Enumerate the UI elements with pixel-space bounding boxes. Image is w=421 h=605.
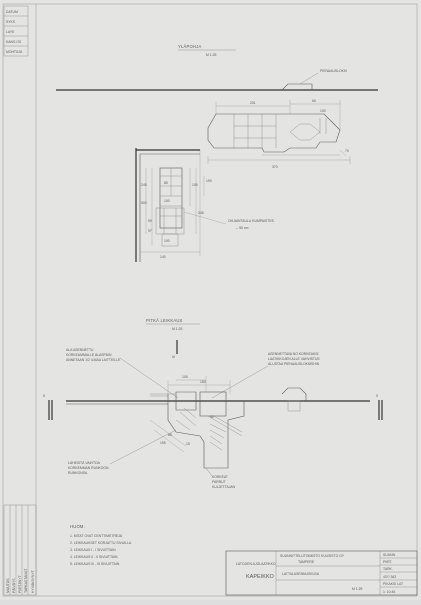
left-strip-3: TARKASTANUT [24,569,28,593]
note-item-0: 1. MITAT OVAT CENTTIMETREJÄ [70,534,123,538]
upper-note-1: OHJAINTAULU KUMPAISTEE- [228,219,275,223]
margin-label-2: LAYE [6,30,15,34]
section-note-lt-1: ALA ASENNETTU [66,348,94,352]
plan-cabinet-outline [207,113,341,153]
section-dim-4: 15 [186,442,190,446]
section-note-lt-2: KORKEAMMALLE ALASPÄIN [66,353,112,357]
label-pragmasokkeli: PIENAAUSLOKKI [320,69,347,73]
left-strip-4: HYVÄKSYNYT [31,570,35,593]
dim-7: 90 [148,219,152,223]
left-strip-1: PÄIVÄYS [12,578,16,593]
drawing-title-1: LATOJIEN AJOLAATIKKO [236,562,276,566]
dim-16: 140 [160,255,166,259]
dim-13: 100 [164,239,170,243]
margin-label-4: MOHTÄJÄ [6,50,23,54]
dim-11: 245 [198,211,204,215]
drawing-title-2: KAPEIKKO [246,574,275,580]
dim-10: 105 [192,183,198,187]
section-note-rt-2: LAATIKKOJEN ALLE VAHVISTUS [268,357,320,361]
margin-label-0: DATUM [6,10,18,14]
note-item-1: 2. LEIKKAUKSET KORJATTU SIVUILLA [70,541,132,545]
section-dim-5: 40 [210,415,214,419]
title-right-1: PIIRT. [383,560,392,564]
dim-12: 190 [206,179,212,183]
note-item-4: 5. LEIKKAUS III - III SIVUITTAIN [70,562,120,566]
section-note-lt-3: ANNETAAN 1/2 ILMAA LAITTEILLE [66,358,121,362]
dim-1: 65 [312,99,316,103]
section-note-lb-2: KORKEMMAN RUNKOON [68,466,109,470]
section-note-lb-1: LÄHEISTÄ VAIHTOA [68,461,101,465]
title-number-1: PIKAKSI LAT [383,582,403,586]
side-marker-left: II [43,394,53,420]
dim-5: 245 [141,183,147,187]
dim-9: 100 [164,199,170,203]
side-marker-left-label: II [43,394,45,398]
dim-2: 100 [320,109,326,113]
upper-plan-view: YLÄPOHJA M 1:25 PIENAAUSLOKKI [56,44,378,262]
section-note-rb-3: KULJETTAJAN [212,485,236,489]
upper-note-2: -- 50 cm [236,226,249,230]
dim-8: 85 [164,181,168,185]
sheet-border [2,3,418,597]
notes-block: HUOM. 1. MITAT OVAT CENTTIMETREJÄ 2. LEI… [70,524,132,566]
title-scale: M 1:25 [352,587,362,591]
drawing-subtitle: LATTIA ASENNUSKUVA [282,572,320,576]
dim-6: 500 [141,201,147,205]
section-dim-0: 105 [182,375,188,379]
title-block: LATOJIEN AJOLAATIKKO KAPEIKKO SUUNNITTEL… [225,550,418,596]
title-right-0: SUUNN. [383,553,396,557]
title-right-2: TARK. [383,567,393,571]
section-note-rt-1: ASENNETTAVA NO KORKEAKSI [268,352,319,356]
title-number-0: 407/ 363 [383,575,396,579]
dim-14: 97 [148,229,152,233]
note-item-3: 4. LEIKKAUS II - II SIVUITTAIN [70,555,118,559]
left-strip-0: MUUTOS [6,578,10,593]
section-note-rb-1: KORKEAT [212,475,228,479]
section-view-scale: M 1:25 [172,327,182,331]
left-strip-2: PIIRTÄNYT [18,575,22,593]
section-view: PITKÄ LEIKKAUS M 1:25 III ALA ASENNETTU … [43,318,383,489]
section-note-rt-3: ALUSTAA PIENAAUSLOKKEIHIN [268,362,320,366]
section-view-title: PITKÄ LEIKKAUS [146,318,183,323]
margin-label-3: KANS-OS [6,40,22,44]
notes-heading: HUOM. [70,524,85,529]
section-dim-1: 150 [200,380,206,384]
title-number-2: 1: 10:45 [383,590,395,594]
margin-label-boxes: DATUM SYKS LAYE KANS-OS MOHTÄJÄ [3,5,29,57]
dim-4: 370 [272,165,278,169]
side-marker-right: II [376,394,383,420]
upper-view-scale: M 1:25 [206,53,216,57]
office-name: SUUNNITTELUTOIMISTO KUUSISTO OY [280,554,345,558]
left-revision-strip: MUUTOS PÄIVÄYS PIIRTÄNYT TARKASTANUT HYV… [3,504,37,596]
office-city: TAMPERE [298,560,315,564]
upper-view-title: YLÄPOHJA [178,44,201,49]
section-dim-3: 195 [160,441,166,445]
note-item-2: 3. LEIKKAUS I - I SIVUITTAIN [70,548,116,552]
section-dim-2: 65 [168,433,172,437]
dim-0: 201 [250,101,256,105]
section-note-rb-2: PARRUT [212,480,226,484]
side-marker-right-label: II [376,394,378,398]
dim-3: 70 [345,149,349,153]
section-marker-top: III [172,355,175,359]
section-note-lb-3: RUNKONSA [68,471,88,475]
margin-label-1: SYKS [6,20,16,24]
